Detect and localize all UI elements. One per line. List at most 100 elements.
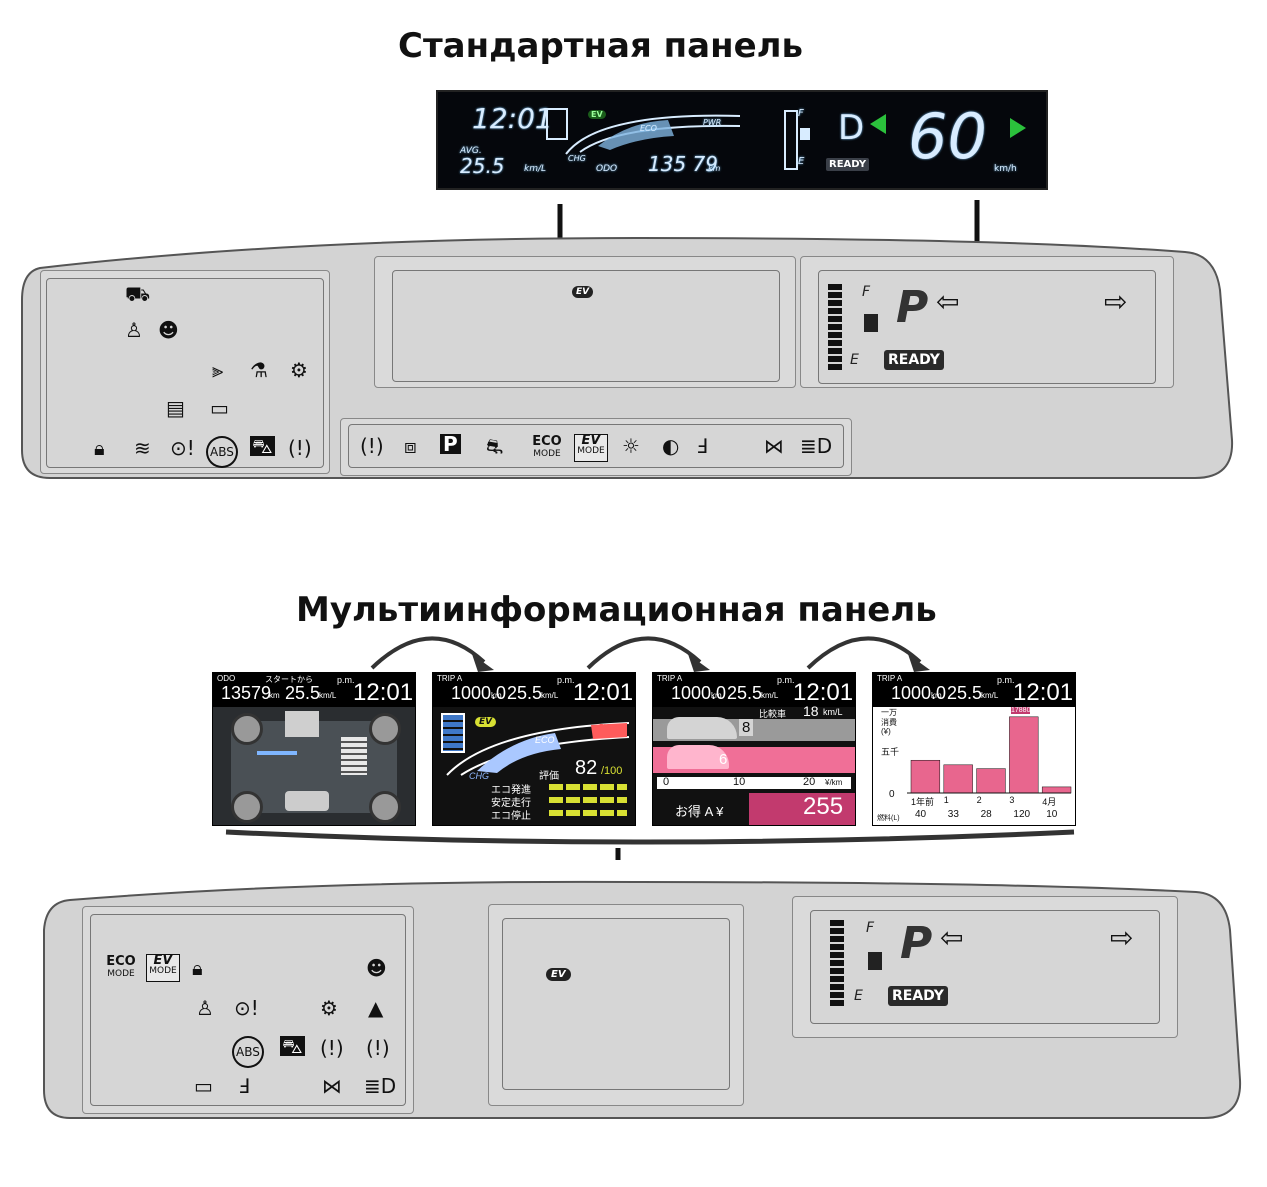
lcd-odo-value: 135 79 <box>648 152 718 176</box>
lcd-turn-right-icon <box>1010 118 1026 138</box>
lcd-ready: READY <box>826 158 870 171</box>
s1-odo-label: ODO <box>217 674 236 683</box>
s3-gain-value: 255 <box>803 793 844 820</box>
cost-category-label: 1 <box>943 795 949 805</box>
std-turn-right-icon: ⇨ <box>1104 285 1128 318</box>
seatbelt-icon: ♙ <box>125 318 143 342</box>
s1-battery-icon <box>341 737 367 775</box>
s3-car1-icon <box>667 717 737 739</box>
std-fuel-gauge-icon <box>828 284 842 372</box>
s4-y-mid: 五千 <box>881 747 900 757</box>
std-warning-panel-inner <box>46 278 324 468</box>
s4-y-zero: 0 <box>889 789 895 800</box>
s1-wheel-rl-icon <box>231 791 263 823</box>
s3-trip-distance: 1000.0 <box>671 683 727 703</box>
multi-gear-p: P <box>900 918 933 969</box>
s2-trip-label: TRIP A <box>437 674 463 683</box>
s2-clock: 12:01 <box>573 679 634 706</box>
s3-car2-icon <box>667 745 729 769</box>
coolant-temp-icon: ⫸ <box>212 358 224 382</box>
s2-trip-distance: 1000.0 <box>451 683 507 703</box>
s2-battery-icon <box>441 713 465 753</box>
s4-ylabel-1: 消費 <box>881 718 897 727</box>
lcd-odo-unit: km <box>708 164 721 173</box>
s1-kml: km/L <box>319 691 337 700</box>
multi-power-steering-icon: ⊙! <box>234 996 259 1020</box>
s3-compare-unit: km/L <box>823 707 843 717</box>
s4-kml: km/L <box>981 691 999 700</box>
check-engine-icon: ⚙ <box>290 358 308 382</box>
s4-trip-label: TRIP A <box>877 674 903 683</box>
s3-gain-box <box>749 793 855 825</box>
std-gear-p: P <box>896 282 929 333</box>
multi-fuel-f: F <box>866 920 875 936</box>
s1-clock: 12:01 <box>353 679 414 706</box>
s3-kml: km/L <box>761 691 779 700</box>
s3-scale-10: 10 <box>733 776 746 788</box>
s4-peak-label: 17880 <box>1011 707 1031 714</box>
s3-compare-value: 18 <box>803 703 819 719</box>
std-ev-icon: EV <box>572 286 594 298</box>
s3-scale-unit: ¥/km <box>825 778 843 787</box>
lcd-fuel-e: E <box>798 156 805 167</box>
s4-clock: 12:01 <box>1013 679 1074 706</box>
multi-abs-icon: ABS <box>232 1036 264 1068</box>
lcd-turn-left-icon <box>870 114 886 134</box>
s2-eco-label: ECO <box>535 735 555 745</box>
multi-fuel-pump-icon <box>868 952 882 970</box>
cost-bar-3 <box>1009 716 1039 794</box>
s2-indicator-gauge <box>446 722 630 776</box>
s2-chg-label: CHG <box>469 771 489 781</box>
s4-economy: 25.5 <box>947 683 983 703</box>
s3-car2-value: 6 <box>719 751 728 768</box>
lcd-chg-label: CHG <box>568 154 586 163</box>
s1-flow-icon <box>257 751 297 755</box>
s4-ylabel-2: (¥) <box>881 727 891 736</box>
s1-motor-icon <box>285 791 329 811</box>
fuel-value-label: 28 <box>980 809 992 820</box>
immobilizer-icon: 🔒︎ <box>94 436 105 460</box>
s2-economy: 25.5 <box>507 683 543 703</box>
multi-panel-title: Мультиинформационная панель <box>296 590 937 630</box>
cost-bar-0 <box>910 759 941 794</box>
cost-category-label: 3 <box>1009 795 1015 805</box>
s3-scale-20: 20 <box>803 776 816 788</box>
s2-row-start-bar <box>549 784 627 790</box>
airbag-icon: ☻ <box>158 318 179 342</box>
s4-bar-chart <box>907 716 1072 794</box>
s1-wheel-fr-icon <box>369 713 401 745</box>
std-fuel-pump-icon <box>864 314 878 332</box>
multi-master-warning-icon: ▲ <box>368 996 384 1020</box>
s2-row-cruise: 安定走行 <box>491 798 531 809</box>
screen-energy-monitor: ODO スタートから 13579 km 25.5 km/L p.m. 12:01 <box>212 672 416 826</box>
multi-ready: READY <box>888 986 948 1006</box>
lcd-clock: 12:01 <box>472 102 553 135</box>
strip-car-icon: ⛐ <box>486 434 504 458</box>
s2-rating-value: 82 <box>575 757 598 779</box>
s3-pm: p.m. <box>777 675 795 685</box>
strip-parking-lights-icon: ⋈ <box>764 434 784 458</box>
strip-high-beam-icon: ≣D <box>800 434 833 458</box>
lcd-odo-label: ODO <box>596 164 618 174</box>
multi-check-engine-icon: ⚙ <box>320 996 338 1020</box>
s4-pm: p.m. <box>997 675 1015 685</box>
strip-lamp-icon: ☼ <box>622 434 640 458</box>
s3-compare-label: 比較車 <box>759 709 787 719</box>
lcd-fuel-gauge <box>784 110 798 170</box>
s3-scale <box>657 777 851 789</box>
door-open-icon: ⛟ <box>125 282 151 306</box>
std-turn-left-icon: ⇦ <box>936 285 960 318</box>
cost-bar-2 <box>976 768 1006 794</box>
s2-rating-label: 評価 <box>539 771 559 782</box>
lcd-avg-label: AVG. <box>460 146 482 156</box>
s2-ev-badge: EV <box>475 717 497 727</box>
strip-heater-icon: ⧈ <box>404 434 417 458</box>
s3-car1-value: 8 <box>739 719 754 736</box>
multi-warning-panel-inner <box>90 914 406 1106</box>
multi-brake-warning-icon: (!) <box>320 1036 344 1060</box>
s3-clock: 12:01 <box>793 679 854 706</box>
s3-scale-0: 0 <box>663 776 670 788</box>
multi-right-display <box>810 910 1160 1024</box>
